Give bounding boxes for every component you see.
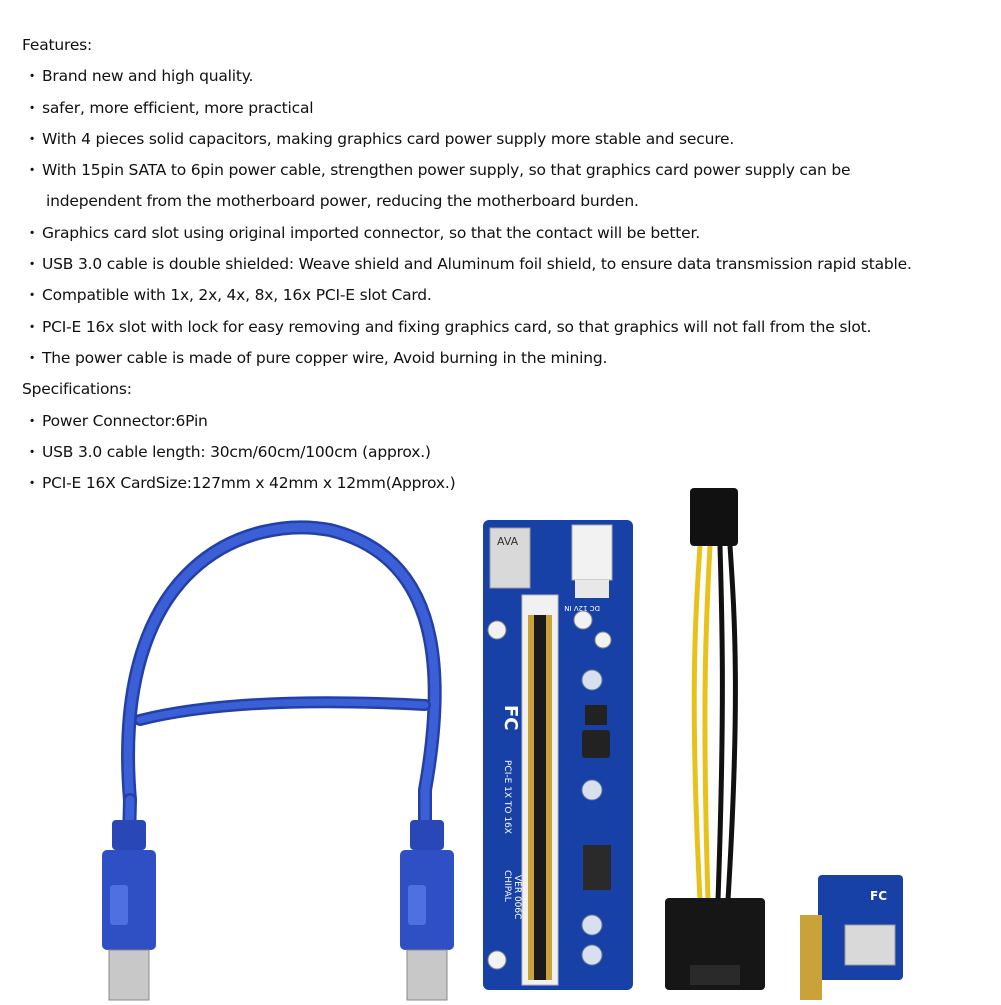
- feature-item-text: Graphics card slot using original import…: [42, 223, 700, 242]
- feature-item-text: Compatible with 1x, 2x, 4x, 8x, 16x PCI-…: [42, 286, 432, 305]
- bullet-icon: ・: [24, 98, 40, 117]
- feature-item-text: Brand new and high quality.: [42, 67, 254, 86]
- description-text: Features: ・Brand new and high quality.・s…: [22, 30, 992, 499]
- power-label: DC 12V IN: [564, 604, 600, 612]
- spec-item: ・Power Connector:6Pin: [22, 406, 992, 437]
- feature-item: ・Brand new and high quality.: [22, 61, 992, 92]
- usb-cable: [121, 520, 442, 887]
- feature-item-text: The power cable is made of pure copper w…: [42, 348, 608, 367]
- feature-item-text: safer, more efficient, more practical: [42, 98, 314, 117]
- specifications-list: ・Power Connector:6Pin・USB 3.0 cable leng…: [22, 406, 992, 500]
- feature-item: ・The power cable is made of pure copper …: [22, 343, 992, 374]
- bullet-icon: ・: [24, 317, 40, 336]
- riser-board: AVA FC PCI-E 1X TO 16X CHIPAL VER 006C D…: [483, 520, 633, 990]
- bullet-icon: ・: [24, 129, 40, 148]
- spec-item-text: Power Connector:6Pin: [42, 411, 208, 430]
- feature-item-text: PCI-E 16x slot with lock for easy removi…: [42, 317, 872, 336]
- spec-item-text: PCI-E 16X CardSize:127mm x 42mm x 12mm(A…: [42, 474, 456, 493]
- spec-item: ・USB 3.0 cable length: 30cm/60cm/100cm (…: [22, 437, 992, 468]
- fc-mark: FC: [500, 705, 521, 731]
- feature-item: ・With 4 pieces solid capacitors, making …: [22, 124, 992, 155]
- version-label: VER 006C: [512, 875, 522, 919]
- bullet-icon: ・: [24, 348, 40, 367]
- bullet-icon: ・: [24, 161, 40, 180]
- brand-label: CHIPAL: [502, 870, 512, 902]
- bullet-icon: ・: [24, 442, 40, 461]
- power-cable: [665, 488, 765, 990]
- feature-item-text: With 4 pieces solid capacitors, making g…: [42, 129, 735, 148]
- model-label: PCI-E 1X TO 16X: [502, 760, 512, 834]
- bullet-icon: ・: [24, 474, 40, 493]
- feature-item: ・PCI-E 16x slot with lock for easy remov…: [22, 312, 992, 343]
- specifications-heading: Specifications:: [22, 380, 132, 399]
- usb-plug-right: [400, 820, 454, 1001]
- usb-port-label: AVA: [497, 535, 519, 548]
- bullet-icon: ・: [24, 255, 40, 274]
- feature-item: ・USB 3.0 cable is double shielded: Weave…: [22, 249, 992, 280]
- pcie-x1-adapter: FC: [800, 875, 903, 1000]
- feature-item: ・Compatible with 1x, 2x, 4x, 8x, 16x PCI…: [22, 280, 992, 311]
- feature-item-text: With 15pin SATA to 6pin power cable, str…: [42, 161, 851, 180]
- bullet-icon: ・: [24, 286, 40, 305]
- feature-item: ・Graphics card slot using original impor…: [22, 218, 992, 249]
- feature-item: ・With 15pin SATA to 6pin power cable, st…: [22, 155, 992, 218]
- features-heading: Features:: [22, 36, 93, 54]
- bullet-icon: ・: [24, 223, 40, 242]
- small-fc-mark: FC: [870, 889, 887, 903]
- bullet-icon: ・: [24, 67, 40, 86]
- product-illustration: AVA FC PCI-E 1X TO 16X CHIPAL VER 006C D…: [102, 488, 903, 1001]
- feature-item-text: USB 3.0 cable is double shielded: Weave …: [42, 255, 912, 274]
- bullet-icon: ・: [24, 411, 40, 430]
- feature-item: ・safer, more efficient, more practical: [22, 93, 992, 124]
- features-list: ・Brand new and high quality.・safer, more…: [22, 61, 992, 374]
- usb-plug-left: [102, 820, 156, 1001]
- product-image: AVA FC PCI-E 1X TO 16X CHIPAL VER 006C D…: [0, 480, 1001, 1001]
- spec-item-text: USB 3.0 cable length: 30cm/60cm/100cm (a…: [42, 442, 431, 461]
- spec-item: ・PCI-E 16X CardSize:127mm x 42mm x 12mm(…: [22, 468, 992, 499]
- feature-item-text: independent from the motherboard power, …: [46, 192, 639, 211]
